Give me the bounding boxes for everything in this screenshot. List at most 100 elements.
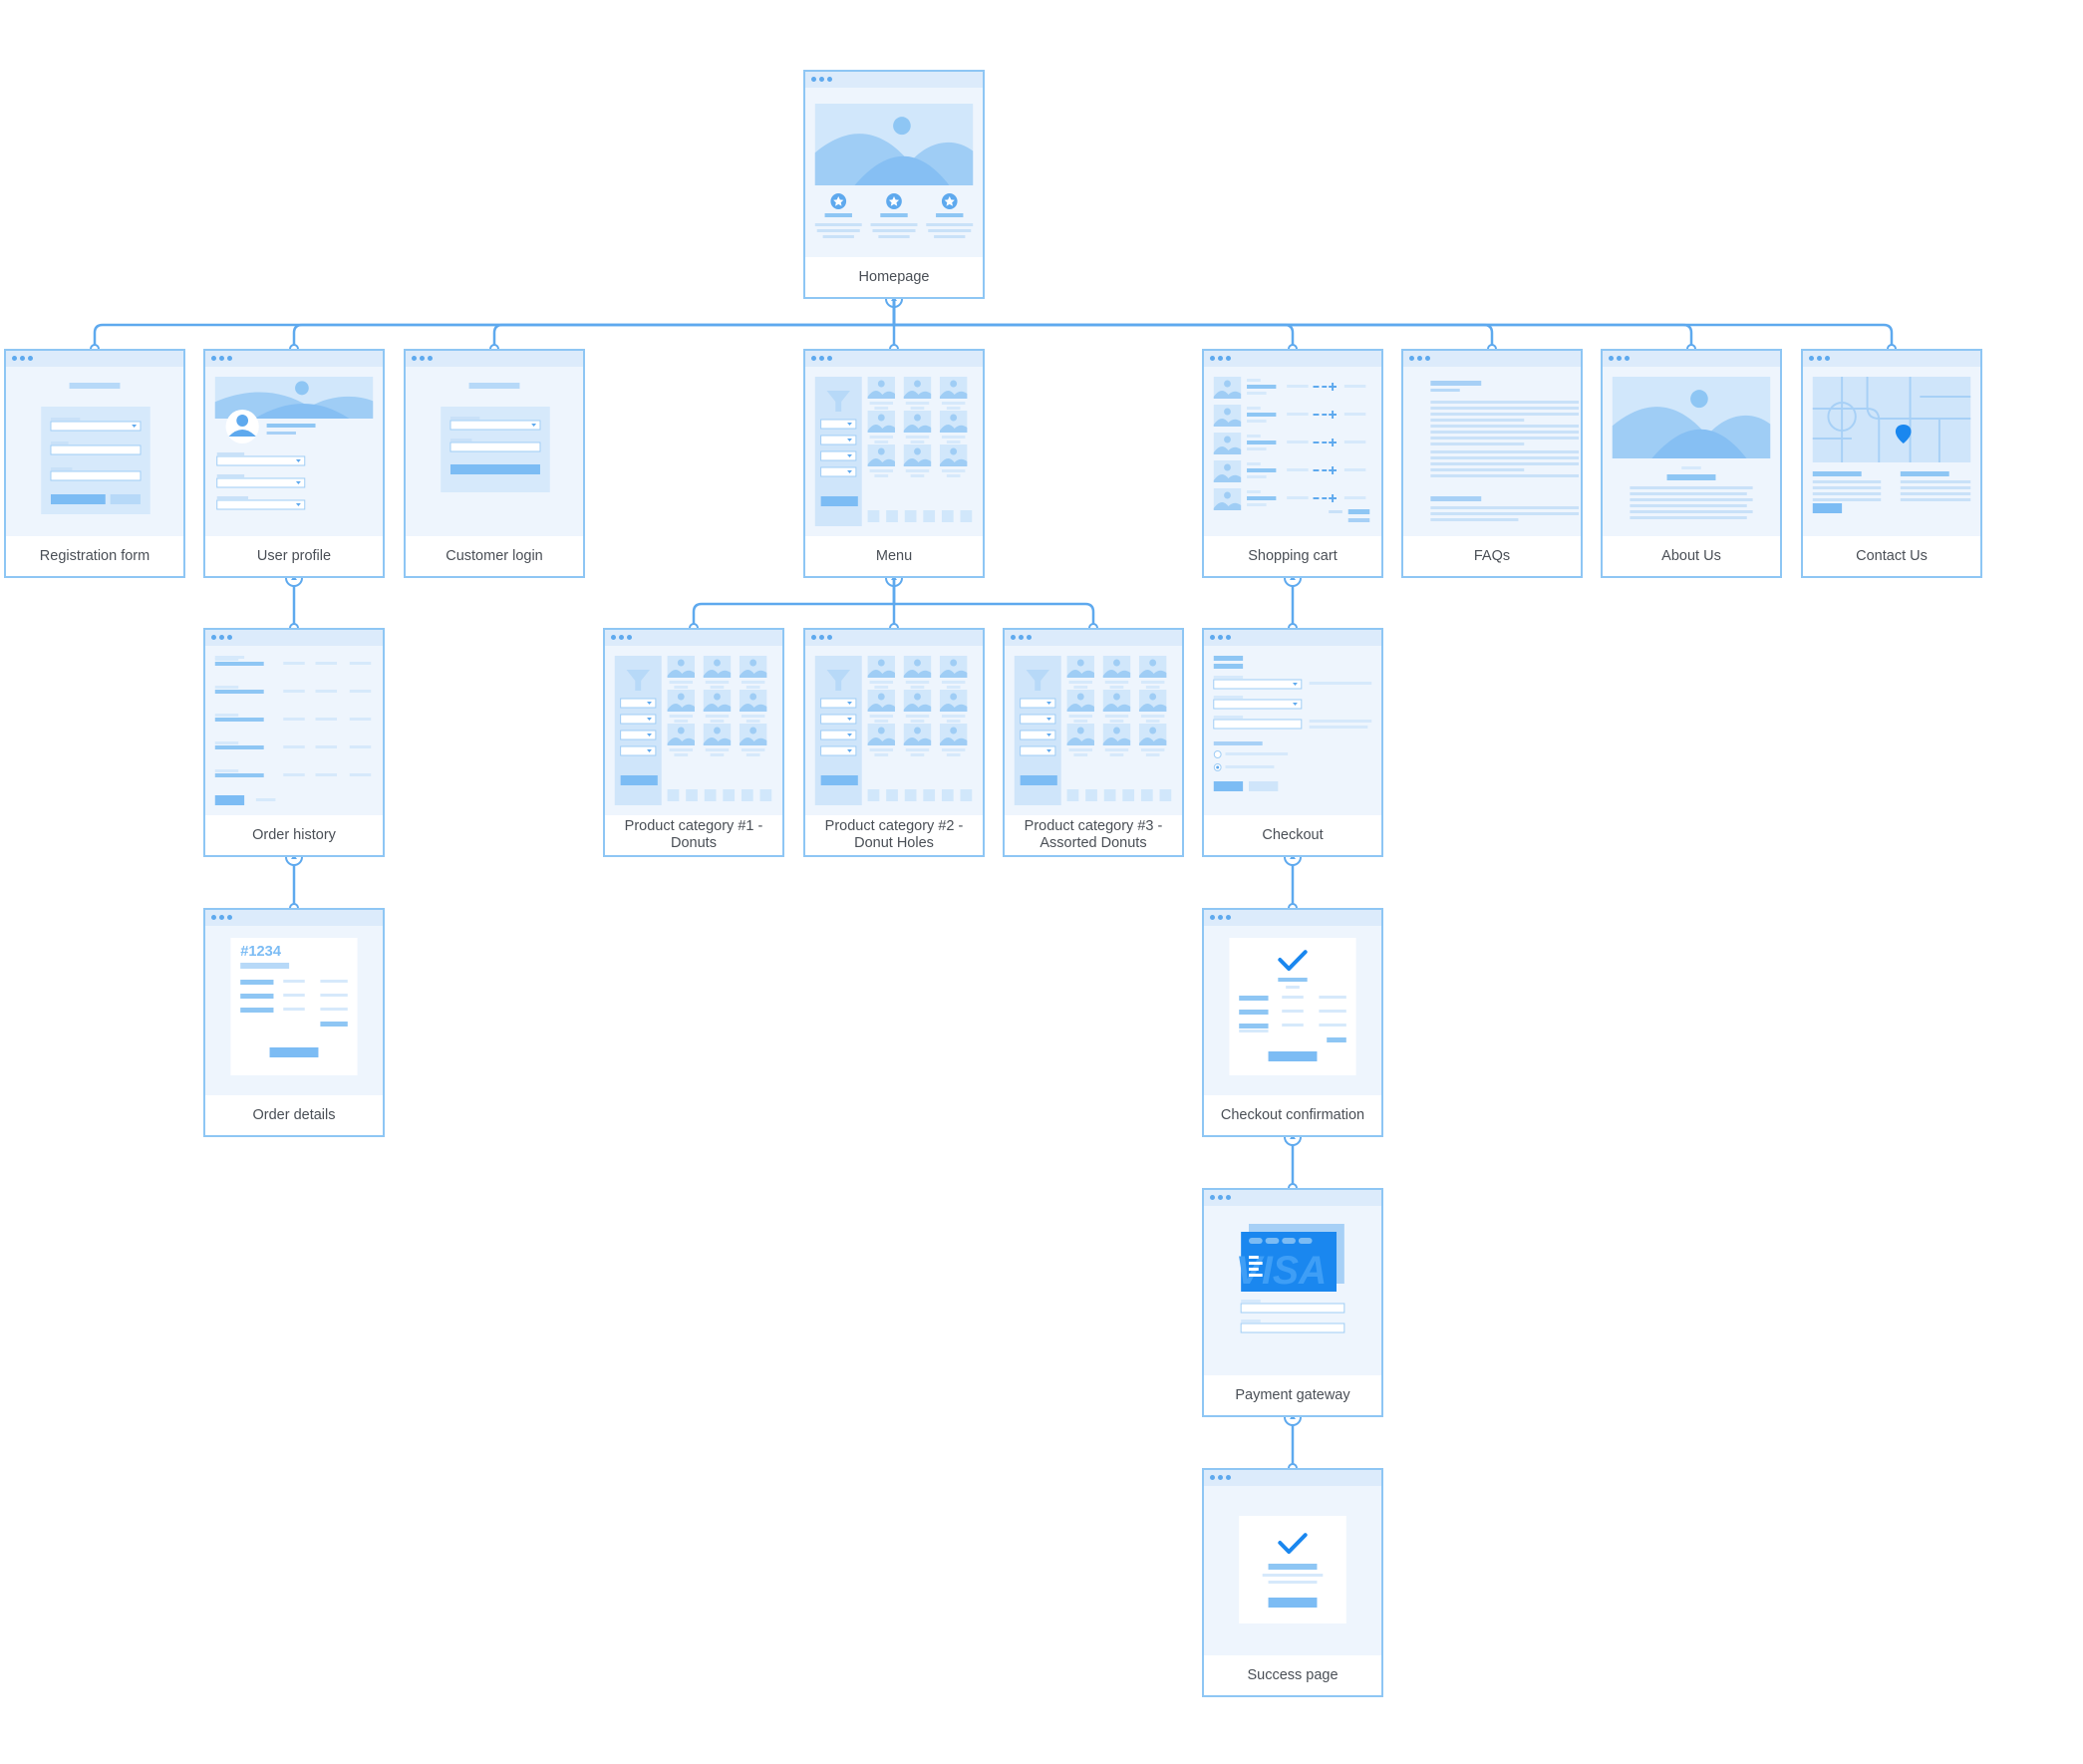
- window-titlebar: [6, 351, 183, 367]
- text-line: [1247, 503, 1267, 506]
- text-line: [315, 662, 338, 665]
- text-line: [669, 681, 694, 684]
- field: [1020, 698, 1056, 709]
- window-titlebar: [406, 351, 583, 367]
- page-card-faqs[interactable]: FAQs: [1401, 349, 1583, 578]
- text-line: [1068, 748, 1093, 751]
- order-subtitle: [240, 963, 290, 969]
- text-line: [1213, 716, 1244, 719]
- cart-item-name: [1247, 413, 1277, 417]
- text-line: [1247, 379, 1261, 382]
- window-titlebar: [1603, 351, 1780, 367]
- text-line: [1812, 492, 1882, 495]
- page-card-order-history[interactable]: Order history: [203, 628, 385, 857]
- text-line: [878, 235, 910, 238]
- sun-icon: [749, 727, 757, 735]
- chevron-down-icon: [647, 718, 652, 721]
- text-line: [1068, 681, 1093, 684]
- checkmark-icon: [1278, 950, 1308, 972]
- window-dots-icon: [811, 635, 832, 640]
- text-line: [349, 718, 372, 721]
- text-line: [1247, 475, 1267, 478]
- window-dots-icon: [1609, 356, 1630, 361]
- mountain-shape: [1066, 736, 1094, 745]
- window-dots-icon: [811, 77, 832, 82]
- about-title: [1666, 474, 1716, 480]
- page-label: Contact Us: [1856, 547, 1928, 564]
- back-button: [1248, 781, 1279, 791]
- page-card-menu[interactable]: Menu: [803, 349, 985, 578]
- page-card-registration-form[interactable]: Registration form: [4, 349, 185, 578]
- text-line: [1309, 720, 1372, 723]
- plus-icon: [1329, 494, 1338, 502]
- wireframe-about: [1612, 377, 1771, 519]
- checkmark-icon: [1278, 1533, 1308, 1555]
- pagination-item: [1140, 789, 1153, 801]
- window-dots-icon: [811, 356, 832, 361]
- page-card-contact-us[interactable]: Contact Us: [1801, 349, 1982, 578]
- mountain-shape: [867, 390, 895, 399]
- field: [1240, 1303, 1345, 1314]
- pagination-item: [704, 789, 717, 801]
- text-line: [1145, 720, 1160, 723]
- star-icon: [833, 196, 844, 206]
- text-line: [1343, 496, 1366, 499]
- page-label: Registration form: [39, 547, 150, 564]
- page-card-checkout[interactable]: Checkout: [1202, 628, 1383, 857]
- chevron-down-icon: [847, 454, 852, 457]
- page-card-success-page[interactable]: Success page: [1202, 1468, 1383, 1697]
- connector-line: [892, 578, 1095, 628]
- cart-item-name: [1247, 468, 1277, 472]
- mountain-shape: [1138, 703, 1167, 712]
- order-item: [1239, 996, 1269, 1001]
- page-card-product-category-2[interactable]: Product category #2 - Donut Holes: [803, 628, 985, 857]
- field: [620, 698, 657, 709]
- field: [1213, 699, 1303, 710]
- text-line: [1900, 480, 1971, 483]
- window-titlebar: [1204, 630, 1381, 646]
- window-dots-icon: [1210, 635, 1231, 640]
- pagination-item: [867, 789, 880, 801]
- text-line: [1343, 441, 1366, 443]
- text-line: [1241, 1320, 1261, 1323]
- mountain-shape: [903, 424, 932, 433]
- text-line: [214, 658, 239, 661]
- sun-icon: [1076, 693, 1084, 701]
- page-card-shopping-cart[interactable]: Shopping cart: [1202, 349, 1383, 578]
- page-card-about-us[interactable]: About Us: [1601, 349, 1782, 578]
- page-card-product-category-1[interactable]: Product category #1 - Donuts: [603, 628, 784, 857]
- page-label: About Us: [1661, 547, 1721, 564]
- text-line: [946, 720, 961, 723]
- text-line: [1812, 486, 1882, 489]
- mountain-shape: [254, 404, 350, 419]
- page-card-checkout-confirmation[interactable]: Checkout confirmation: [1202, 908, 1383, 1137]
- success-title: [1268, 1564, 1318, 1570]
- text-line: [741, 748, 765, 751]
- page-label: Menu: [875, 547, 913, 564]
- page-card-product-category-3[interactable]: Product category #3 - Assorted Donuts: [1003, 628, 1184, 857]
- chevron-down-icon: [847, 439, 852, 441]
- page-card-homepage[interactable]: Homepage: [803, 70, 985, 299]
- text-line: [283, 773, 305, 776]
- page-card-user-profile[interactable]: User profile: [203, 349, 385, 578]
- wireframe-grid: [614, 656, 772, 805]
- text-line: [1900, 498, 1971, 501]
- chevron-down-icon: [847, 734, 852, 736]
- window-dots-icon: [12, 356, 33, 361]
- text-line: [1343, 413, 1366, 416]
- mountain-shape: [939, 424, 968, 433]
- field: [620, 714, 657, 725]
- sun-icon: [1076, 727, 1084, 735]
- page-card-customer-login[interactable]: Customer login: [404, 349, 585, 578]
- field: [449, 441, 541, 452]
- order-item: [240, 994, 274, 999]
- field: [820, 419, 857, 430]
- checkout-heading: [1213, 656, 1244, 661]
- window-dots-icon: [211, 356, 232, 361]
- sun-icon: [950, 727, 958, 735]
- order-total: [1327, 1037, 1346, 1042]
- mountain-shape: [1213, 445, 1242, 454]
- text-line: [1430, 456, 1580, 459]
